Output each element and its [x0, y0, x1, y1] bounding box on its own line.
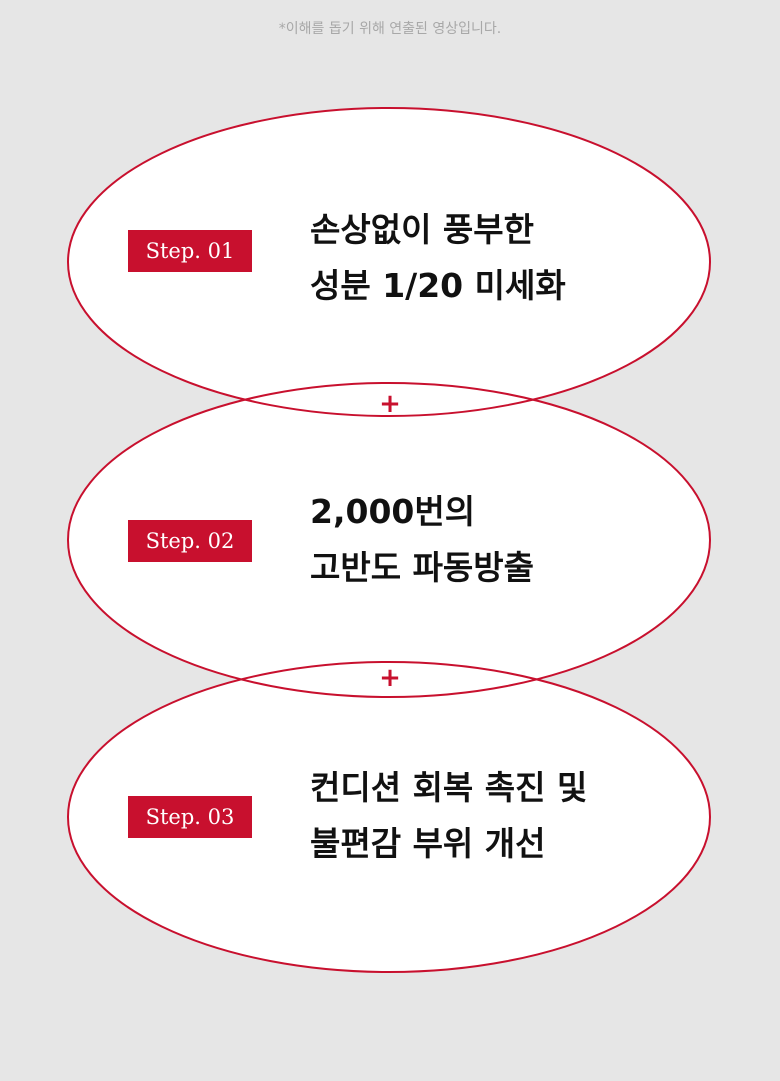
step-3-line-2: 불편감 부위 개선: [310, 824, 546, 863]
step-2-description: 2,000번의 고반도 파동방출: [310, 484, 690, 596]
step-3-description: 컨디션 회복 촉진 및 불편감 부위 개선: [310, 760, 690, 872]
plus-connector-1: +: [379, 389, 401, 419]
step-2-line-2: 고반도 파동방출: [310, 548, 535, 587]
step-3-badge: Step. 03: [128, 796, 252, 838]
step-1-line-1: 손상없이 풍부한: [310, 210, 535, 249]
step-1-ellipse-fill: [68, 108, 710, 416]
step-3-ellipse-fill: [68, 662, 710, 972]
plus-connector-2: +: [379, 663, 401, 693]
step-1-line-2: 성분 1/20 미세화: [310, 266, 566, 305]
step-1-ellipse: [67, 107, 711, 417]
step-3-line-1: 컨디션 회복 촉진 및: [310, 768, 588, 807]
step-1-badge: Step. 01: [128, 230, 252, 272]
disclaimer-text: *이해를 돕기 위해 연출된 영상입니다.: [278, 21, 502, 37]
step-3-ellipse: [67, 661, 711, 973]
step-2-ellipse: [67, 382, 711, 698]
step-2-line-1: 2,000번의: [310, 492, 476, 531]
step-2-ellipse-fill: [68, 383, 710, 697]
step-1-description: 손상없이 풍부한 성분 1/20 미세화: [310, 202, 690, 314]
step-2-badge: Step. 02: [128, 520, 252, 562]
